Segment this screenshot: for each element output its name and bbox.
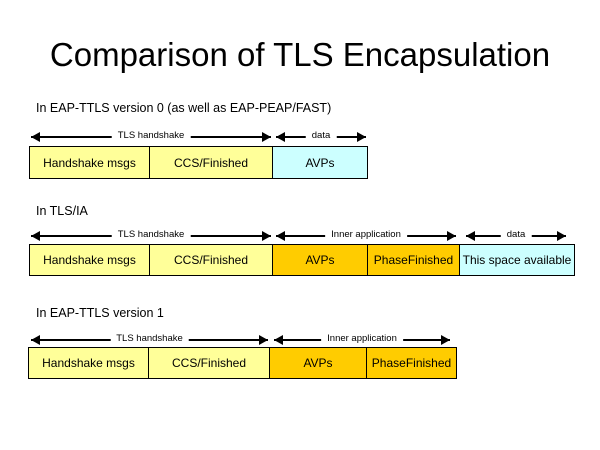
section-label-ttls-v0: In EAP-TTLS version 0 (as well as EAP-PE… [36,101,332,115]
cell-handshake-msgs: Handshake msgs [28,347,149,379]
cell-ccs-finished: CCS/Finished [149,146,273,179]
cell-space-available: This space available [459,244,575,276]
arrow-tls-handshake: TLS handshake [31,332,268,346]
arrow-data: data [466,228,566,242]
cell-ccs-finished: CCS/Finished [148,347,270,379]
arrow-label: TLS handshake [110,332,189,346]
arrow-tls-handshake: TLS handshake [31,129,271,143]
arrow-tls-handshake: TLS handshake [31,228,271,242]
arrow-label: TLS handshake [111,129,191,143]
arrow-label: data [500,228,532,242]
section-label-ttls-v1: In EAP-TTLS version 1 [36,306,164,320]
cell-phase-finished: PhaseFinished [367,244,460,276]
arrow-inner-application: Inner application [274,332,450,346]
section-label-tls-ia: In TLS/IA [36,204,88,218]
arrow-label: TLS handshake [111,228,191,242]
cell-phase-finished: PhaseFinished [366,347,457,379]
arrow-label: data [305,129,337,143]
cell-avps: AVPs [272,244,368,276]
cell-ccs-finished: CCS/Finished [149,244,273,276]
cell-avps: AVPs [269,347,367,379]
diagram-title: Comparison of TLS Encapsulation [49,36,551,73]
arrow-data: data [276,129,366,143]
arrow-label: Inner application [325,228,407,242]
arrow-inner-application: Inner application [276,228,456,242]
arrow-label: Inner application [321,332,403,346]
cell-handshake-msgs: Handshake msgs [29,146,150,179]
cell-avps: AVPs [272,146,368,179]
cell-handshake-msgs: Handshake msgs [29,244,150,276]
